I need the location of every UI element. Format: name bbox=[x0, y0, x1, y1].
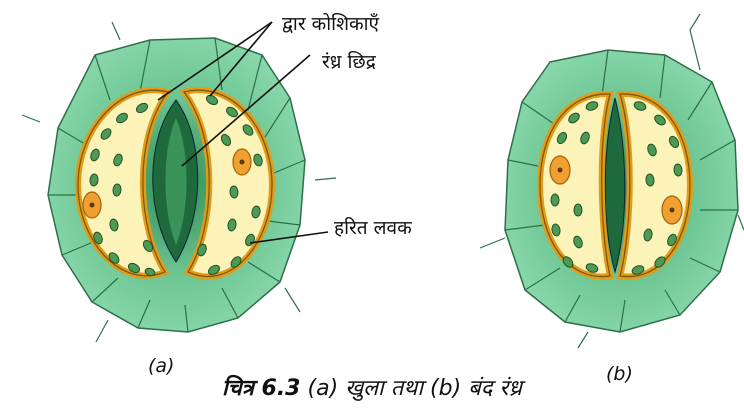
figure-number: चित्र 6.3 bbox=[222, 376, 300, 401]
caption-text: (a) खुला तथा (b) बंद रंध्र bbox=[308, 376, 522, 401]
open-stoma: द्वार कोशिकाएँ रंध्र छिद्र हरित लवक (a) bbox=[22, 12, 412, 377]
stomatal-pore-label: रंध्र छिद्र bbox=[322, 50, 377, 73]
chloroplast-label: हरित लवक bbox=[334, 216, 412, 239]
figure-caption: चित्र 6.3 (a) खुला तथा (b) बंद रंध्र bbox=[0, 372, 744, 402]
closed-stoma: (b) bbox=[480, 14, 744, 385]
guard-cells-label: द्वार कोशिकाएँ bbox=[282, 12, 380, 35]
